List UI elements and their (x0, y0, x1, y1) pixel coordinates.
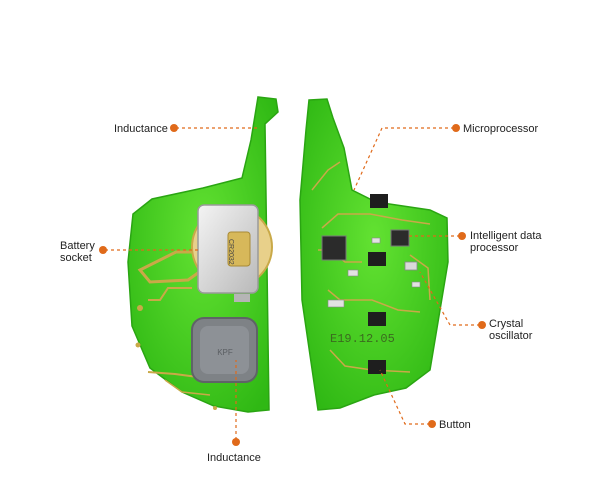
label-crystal-line2: oscillator (489, 330, 533, 342)
svg-text:CR2032: CR2032 (227, 239, 234, 265)
label-inductance-top: Inductance (114, 123, 168, 135)
svg-text:KPF: KPF (217, 348, 233, 357)
label-battery-line2: socket (60, 252, 92, 264)
board-marking: E19.12.05 (330, 332, 395, 346)
inductance-coil: KPF (191, 317, 258, 383)
right-pcb: E19.12.05 (299, 98, 449, 411)
label-inductance-bottom: Inductance (207, 452, 261, 464)
intelligent-data-processor-chip (390, 229, 410, 247)
label-crystal-line1: Crystal (489, 318, 524, 330)
label-microprocessor: Microprocessor (463, 123, 539, 135)
battery-socket: CR2032 (191, 204, 273, 302)
crystal-oscillator-component (404, 261, 418, 271)
label-intelligent-line1: Intelligent data (470, 230, 542, 242)
label-intelligent-line2: processor (470, 242, 519, 254)
label-battery-line1: Battery (60, 240, 95, 252)
main-ic-chip (321, 235, 347, 261)
tact-buttons (368, 194, 388, 374)
callout-lines (105, 127, 480, 440)
left-pcb: CR2032 KPF (127, 96, 279, 413)
callout-dots (99, 124, 486, 446)
label-button: Button (439, 419, 471, 431)
